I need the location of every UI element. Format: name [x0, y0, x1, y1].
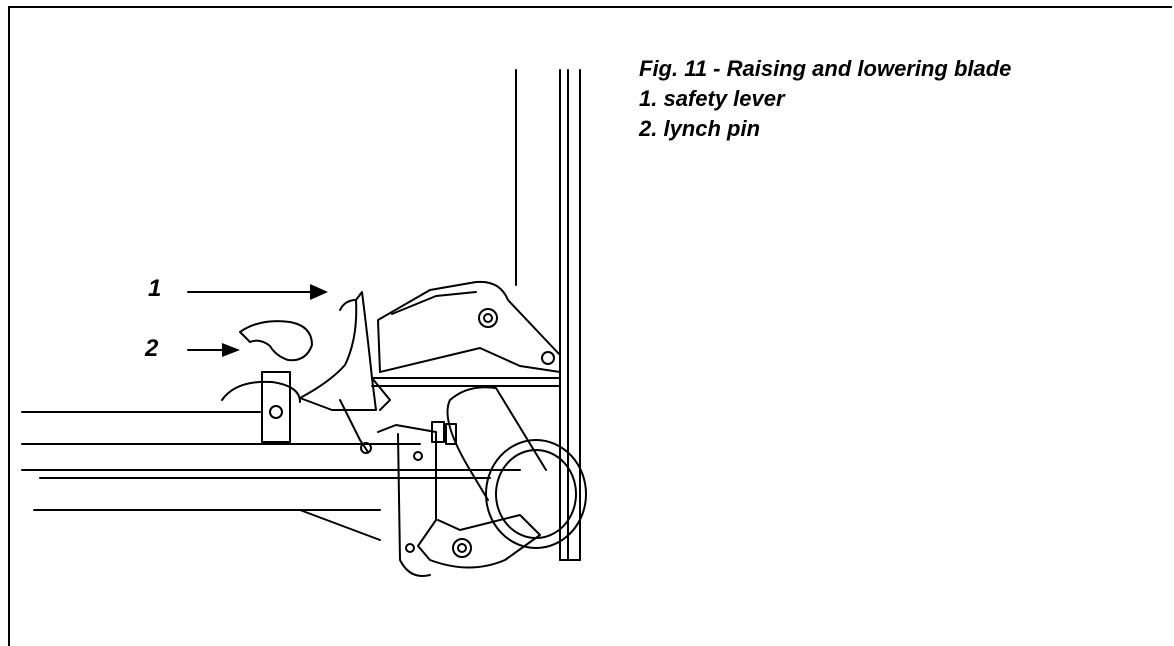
horizontal-rails: [21, 411, 521, 541]
vertical-frame-posts: [515, 69, 581, 561]
arrow-head-2: [222, 343, 240, 357]
hydraulic-cylinder: [446, 386, 587, 549]
lynch-pin: [221, 320, 372, 454]
callout-arrows: [187, 291, 313, 351]
figure-caption: Fig. 11 - Raising and lowering blade 1. …: [639, 54, 1011, 144]
caption-title: Fig. 11 - Raising and lowering blade: [639, 56, 1012, 81]
safety-lever: [299, 291, 391, 411]
callout-number-1: 1: [148, 275, 161, 302]
arrow-head-1: [310, 284, 328, 300]
legend-item-safety-lever: 1. safety lever: [639, 86, 785, 111]
callout-number-2: 2: [144, 335, 159, 362]
legend-item-lynch-pin: 2. lynch pin: [639, 116, 761, 141]
upper-bracket-plate: [371, 280, 561, 387]
lower-bracket-plate: [377, 421, 541, 577]
figure-frame: [8, 6, 1172, 646]
